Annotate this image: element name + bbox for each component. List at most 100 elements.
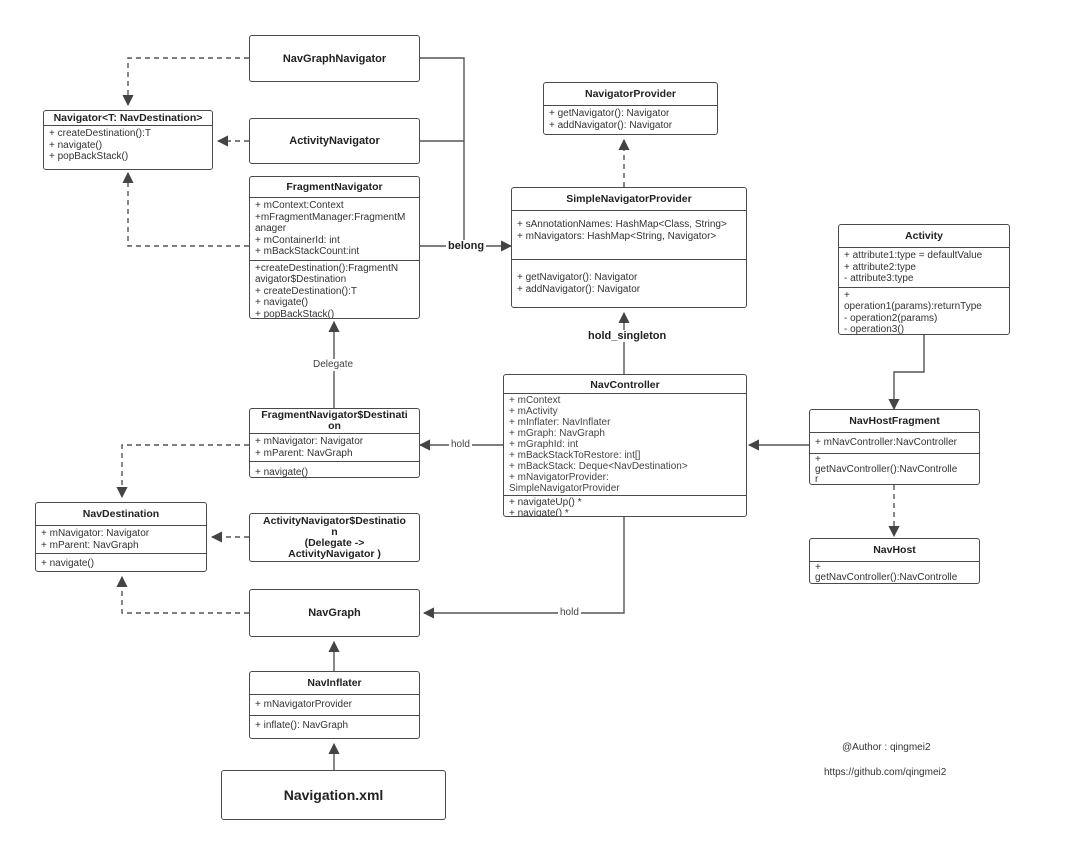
methods-section: + navigateUp() * + navigate() * [504, 495, 746, 517]
method-item: r [815, 473, 819, 485]
field-item: + mNavigatorProvider [255, 699, 352, 710]
edge-belong-navgraphnavigator [420, 57, 465, 246]
methods-section: + getNavController():NavControlle r [810, 452, 979, 485]
class-navinflater: NavInflater + mNavigatorProvider + infla… [249, 671, 420, 739]
class-navcontroller: NavController + mContext + mActivity + m… [503, 374, 747, 517]
class-title: NavController [590, 379, 660, 391]
fields-section: + mNavController:NavController [810, 432, 979, 453]
class-title: NavInflater [307, 677, 362, 689]
method-item: + getNavigator(): Navigator [549, 108, 670, 119]
method-item: + navigate() [41, 558, 95, 569]
class-title-line: ActivityNavigator$Destinatio [263, 514, 406, 527]
class-navhost: NavHost + getNavController():NavControll… [809, 538, 980, 584]
class-title: NavHostFragment [849, 415, 940, 427]
file-navigation-xml: Navigation.xml [221, 770, 446, 820]
class-title: SimpleNavigatorProvider [566, 193, 692, 205]
field-item: + mGraph: NavGraph [509, 428, 605, 439]
field-item: + mParent: NavGraph [255, 447, 353, 459]
field-item: + mInflater: NavInflater [509, 417, 611, 428]
edge-navgraphnavigator-navigator [122, 57, 249, 107]
delegate-label: Delegate [311, 359, 356, 371]
class-title: NavigatorProvider [584, 88, 677, 100]
fields-section: + mNavigatorProvider [250, 694, 419, 715]
fields-section: + mContext:Context +mFragmentManager:Fra… [250, 197, 419, 260]
class-simplenavigatorprovider: SimpleNavigatorProvider + sAnnotationNam… [511, 187, 747, 308]
class-title: ActivityNavigator [289, 135, 380, 147]
hold-label-fragdest: hold [449, 439, 472, 451]
fields-section: + sAnnotationNames: HashMap<Class, Strin… [512, 210, 746, 259]
class-title-line: ActivityNavigator ) [288, 547, 381, 560]
author-credit: @Author : qingmei2 [842, 742, 931, 753]
edge-fragmentnavigator-navigator [122, 171, 249, 247]
method-item: + getNavigator(): Navigator [517, 272, 638, 283]
field-item: anager [255, 223, 287, 234]
fields-section: + attribute1:type = defaultValue + attri… [839, 247, 1009, 287]
methods-section: + navigate() [250, 461, 419, 477]
field-item: + mGraphId: int [509, 439, 579, 450]
edge-activity-navhostfragment [888, 335, 925, 411]
field-item: + attribute2:type [844, 261, 916, 273]
method-item: + createDestination():T [49, 128, 151, 139]
hold-singleton-label: hold_singleton [586, 330, 669, 342]
method-item: + navigate() [49, 139, 103, 151]
field-item: - attribute3:type [844, 273, 914, 284]
field-item: + mBackStack: Deque<NavDestination> [509, 461, 688, 472]
class-navdestination: NavDestination + mNavigator: Navigator +… [35, 502, 207, 572]
method-item: - operation2(params) [844, 312, 938, 324]
author-url: https://github.com/qingmei2 [824, 767, 947, 778]
class-title: Navigator<T: NavDestination> [53, 112, 203, 124]
method-item: + addNavigator(): Navigator [517, 283, 641, 295]
methods-section: + getNavigator(): Navigator + addNavigat… [512, 259, 746, 297]
class-navigator: Navigator<T: NavDestination> + createDes… [43, 110, 213, 170]
edge-fragdest-navdestination [116, 444, 249, 499]
method-item: operation1(params):returnType [844, 301, 982, 312]
field-item: + mActivity [509, 406, 558, 417]
field-item: + mContext:Context [255, 200, 344, 211]
edge-navgraph-navdestination [116, 575, 249, 614]
method-item: + [815, 562, 821, 573]
class-title-line: (Delegate -> [304, 536, 365, 549]
field-item: + mContainerId: int [255, 234, 340, 246]
method-item: - operation3() [844, 324, 905, 335]
method-item: + [815, 453, 821, 465]
fields-section: + mContext + mActivity + mInflater: NavI… [504, 393, 746, 495]
hold-label-navgraph: hold [558, 607, 581, 619]
method-item: + addNavigator(): Navigator [549, 119, 673, 131]
field-item: + mNavigator: Navigator [41, 528, 150, 539]
class-title: FragmentNavigator$Destination [261, 409, 408, 432]
method-item: getNavController():NavControlle [815, 572, 958, 583]
methods-section: + inflate(): NavGraph [250, 714, 419, 736]
methods-section: + operation1(params):returnType - operat… [839, 286, 1009, 335]
method-item: + [844, 289, 850, 301]
method-item: getNavController():NavControlle [815, 463, 958, 475]
field-item: + mNavController:NavController [815, 437, 957, 448]
method-item: + navigate() [255, 297, 309, 308]
edge-navcontroller-navgraph [422, 517, 625, 619]
class-title: NavHost [873, 544, 916, 556]
field-item: + attribute1:type = defaultValue [844, 250, 983, 261]
class-navgraph: NavGraph [249, 589, 420, 637]
class-title-line: n [331, 525, 338, 538]
class-navhostfragment: NavHostFragment + mNavController:NavCont… [809, 409, 980, 485]
method-item: + navigateUp() * [509, 497, 582, 508]
field-item: + mBackStackToRestore: int[] [509, 450, 641, 461]
class-activitynavigator: ActivityNavigator [249, 118, 420, 164]
field-item: SimpleNavigatorProvider [509, 483, 620, 494]
methods-section: + navigate() [36, 553, 206, 571]
class-navigatorprovider: NavigatorProvider + getNavigator(): Navi… [543, 82, 718, 135]
fields-section: + mNavigator: Navigator + mParent: NavGr… [36, 525, 206, 553]
field-item: + mNavigator: Navigator [255, 436, 364, 447]
methods-section: + getNavigator(): Navigator + addNavigat… [544, 105, 717, 133]
fields-section: + mNavigator: Navigator + mParent: NavGr… [250, 433, 419, 461]
class-title: FragmentNavigator [286, 181, 383, 193]
method-item: + navigate() * [509, 508, 569, 517]
file-title: Navigation.xml [283, 787, 384, 803]
method-item: + inflate(): NavGraph [255, 719, 349, 731]
field-item: + mParent: NavGraph [41, 539, 139, 551]
class-title: NavGraph [308, 607, 361, 619]
field-item: + mBackStackCount:int [255, 246, 360, 257]
class-fragmentnavigator: FragmentNavigator + mContext:Context +mF… [249, 176, 420, 319]
field-item: + mNavigatorProvider: [509, 472, 609, 483]
method-item: + createDestination():T [255, 285, 357, 297]
